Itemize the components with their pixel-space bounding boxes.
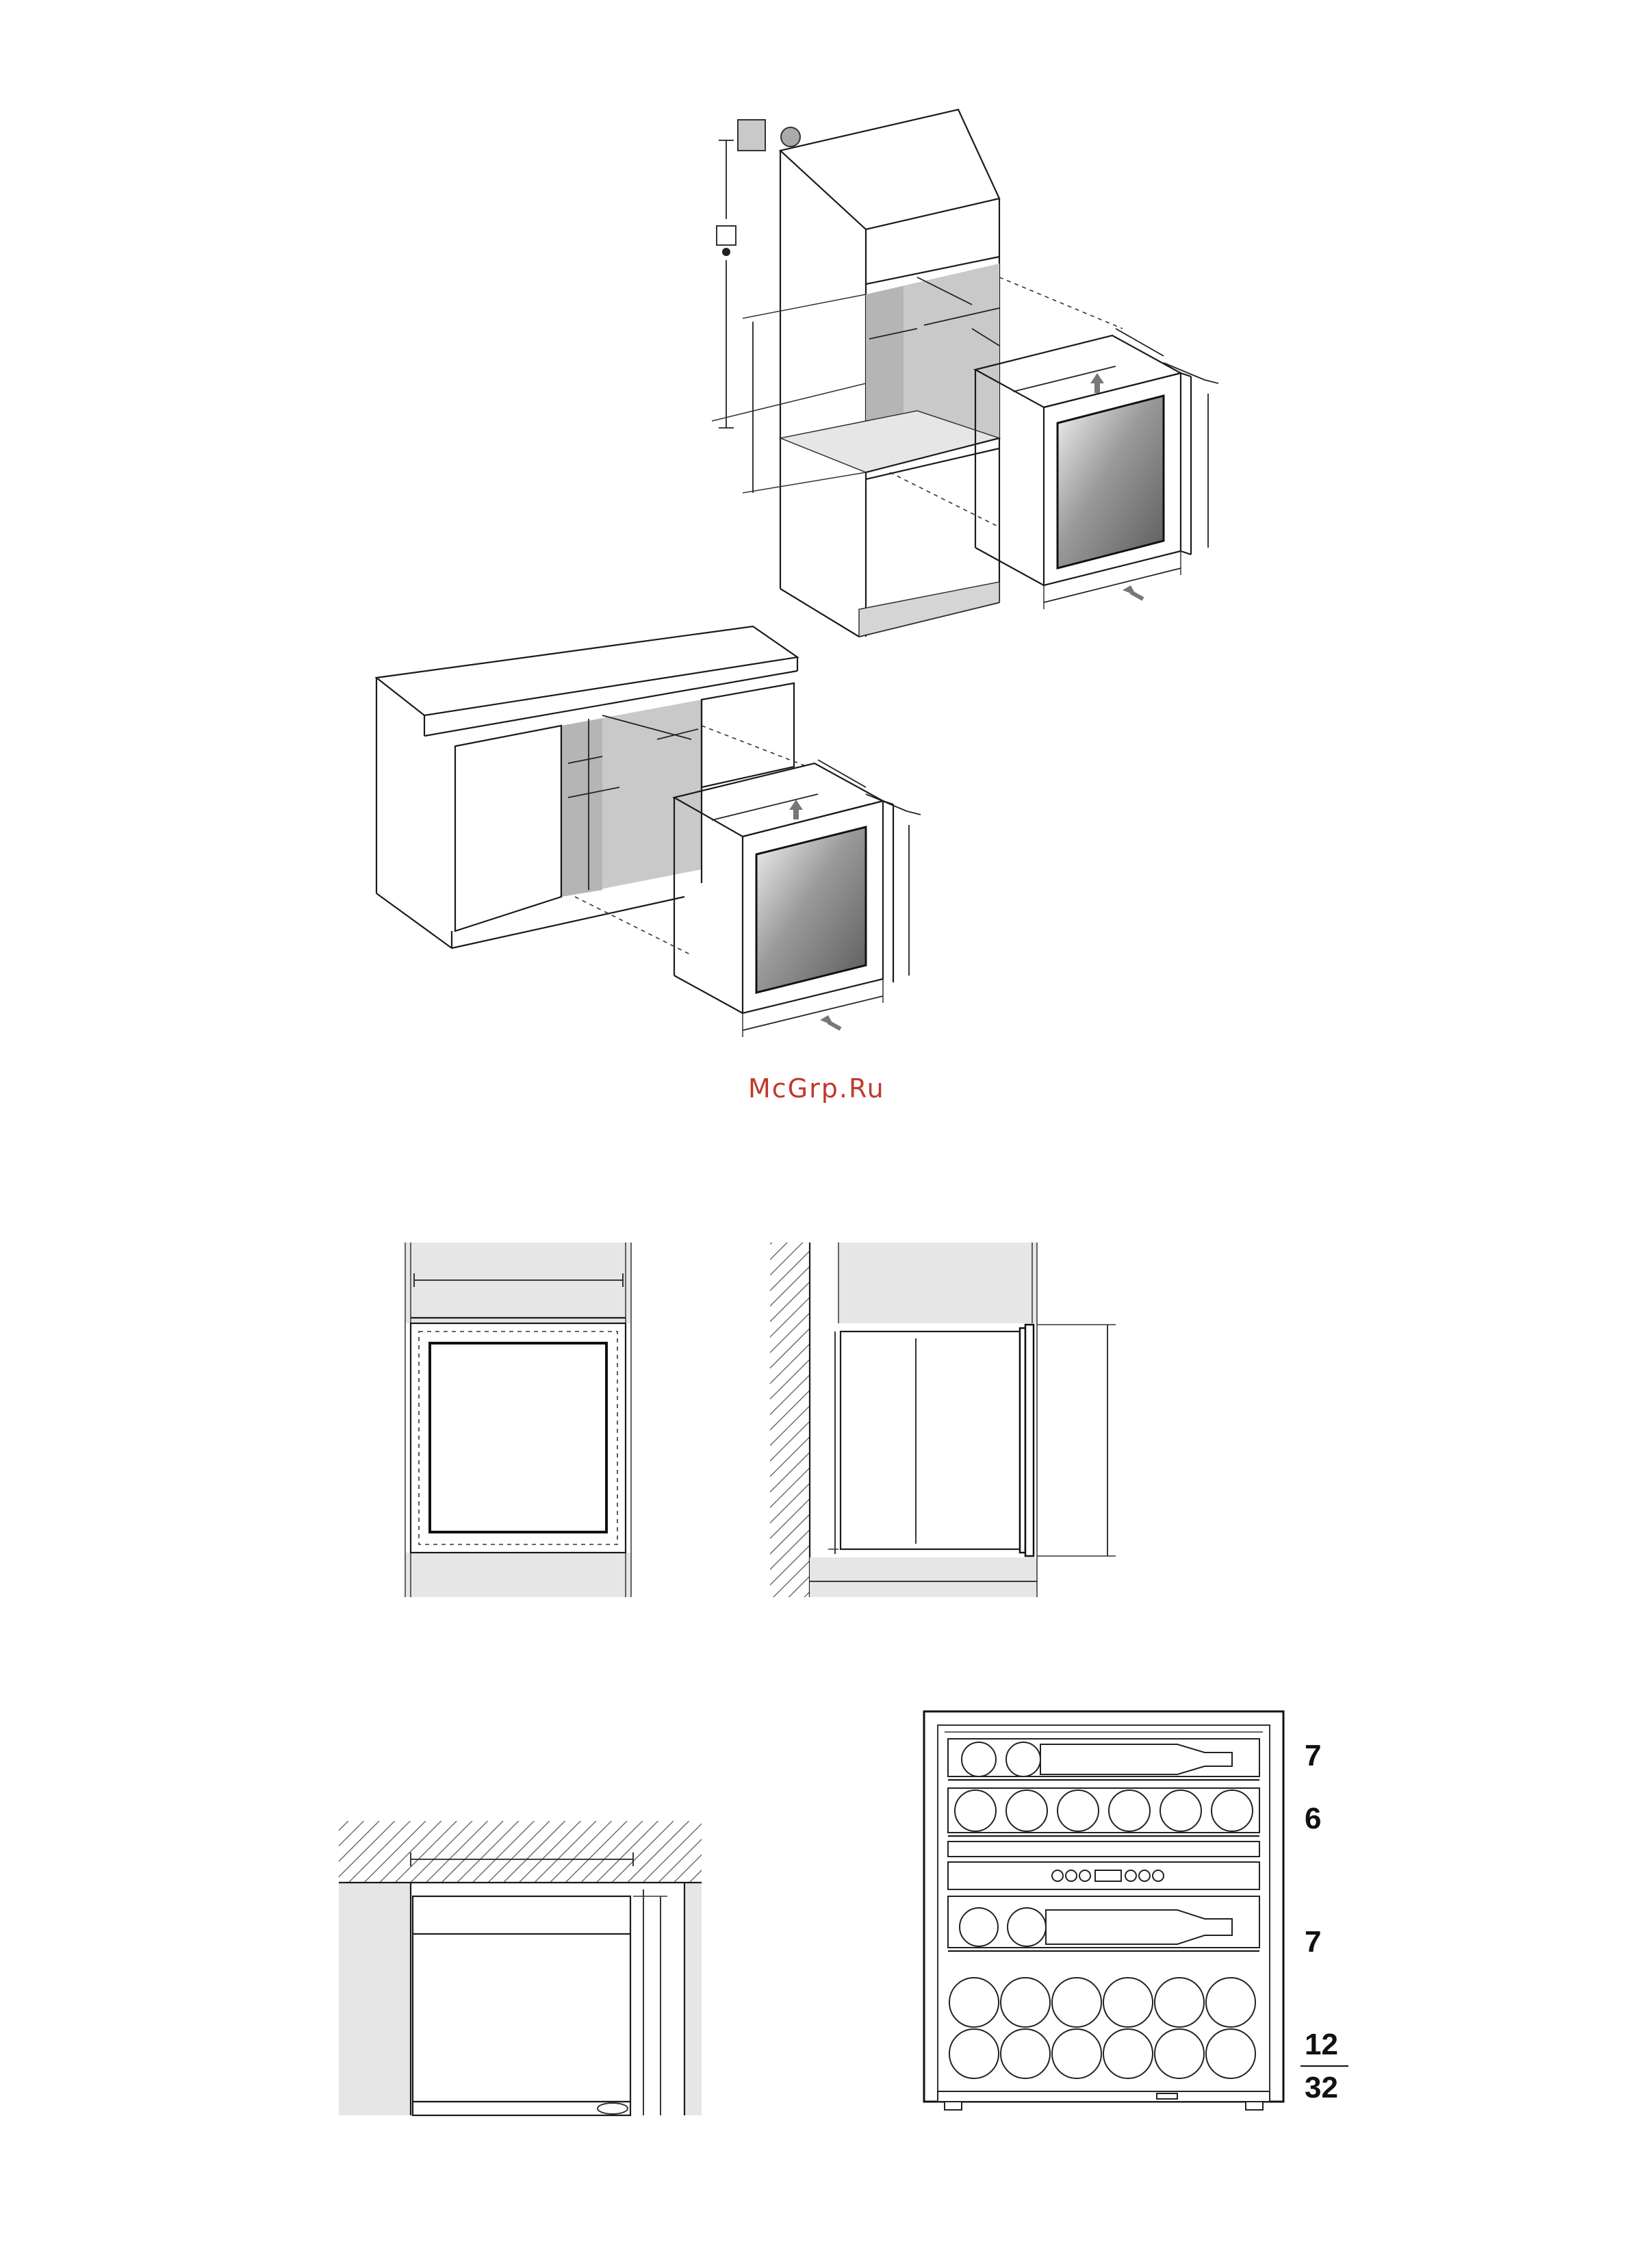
- watermark-text: McGrp.Ru: [748, 1073, 885, 1104]
- side-view-wall: [770, 1243, 1116, 1597]
- plug-outlet-icon: [717, 226, 736, 245]
- power-socket-icon: [781, 127, 800, 146]
- capacity-label-zone2-bottom: 12: [1305, 2028, 1338, 2062]
- appliance-glass-door: [1058, 396, 1164, 568]
- capacity-label-total: 32: [1305, 2071, 1338, 2105]
- base-cabinet-figure: [376, 626, 921, 1037]
- capacity-label-zone1-shelf2: 6: [1305, 1802, 1321, 1836]
- interior-capacity-figure: [924, 1711, 1348, 2110]
- front-view-under-counter: [339, 1821, 702, 2115]
- capacity-label-zone2-shelf1: 7: [1305, 1925, 1321, 1959]
- wall-plate-icon: [738, 120, 765, 151]
- leveling-foot-icon: [598, 2103, 628, 2114]
- plug-icon: [722, 248, 730, 256]
- column-cabinet-figure: [712, 110, 1218, 637]
- capacity-label-zone1-top: 7: [1305, 1739, 1321, 1773]
- appliance-glass-door-2: [756, 827, 866, 993]
- front-view-column: [405, 1243, 631, 1597]
